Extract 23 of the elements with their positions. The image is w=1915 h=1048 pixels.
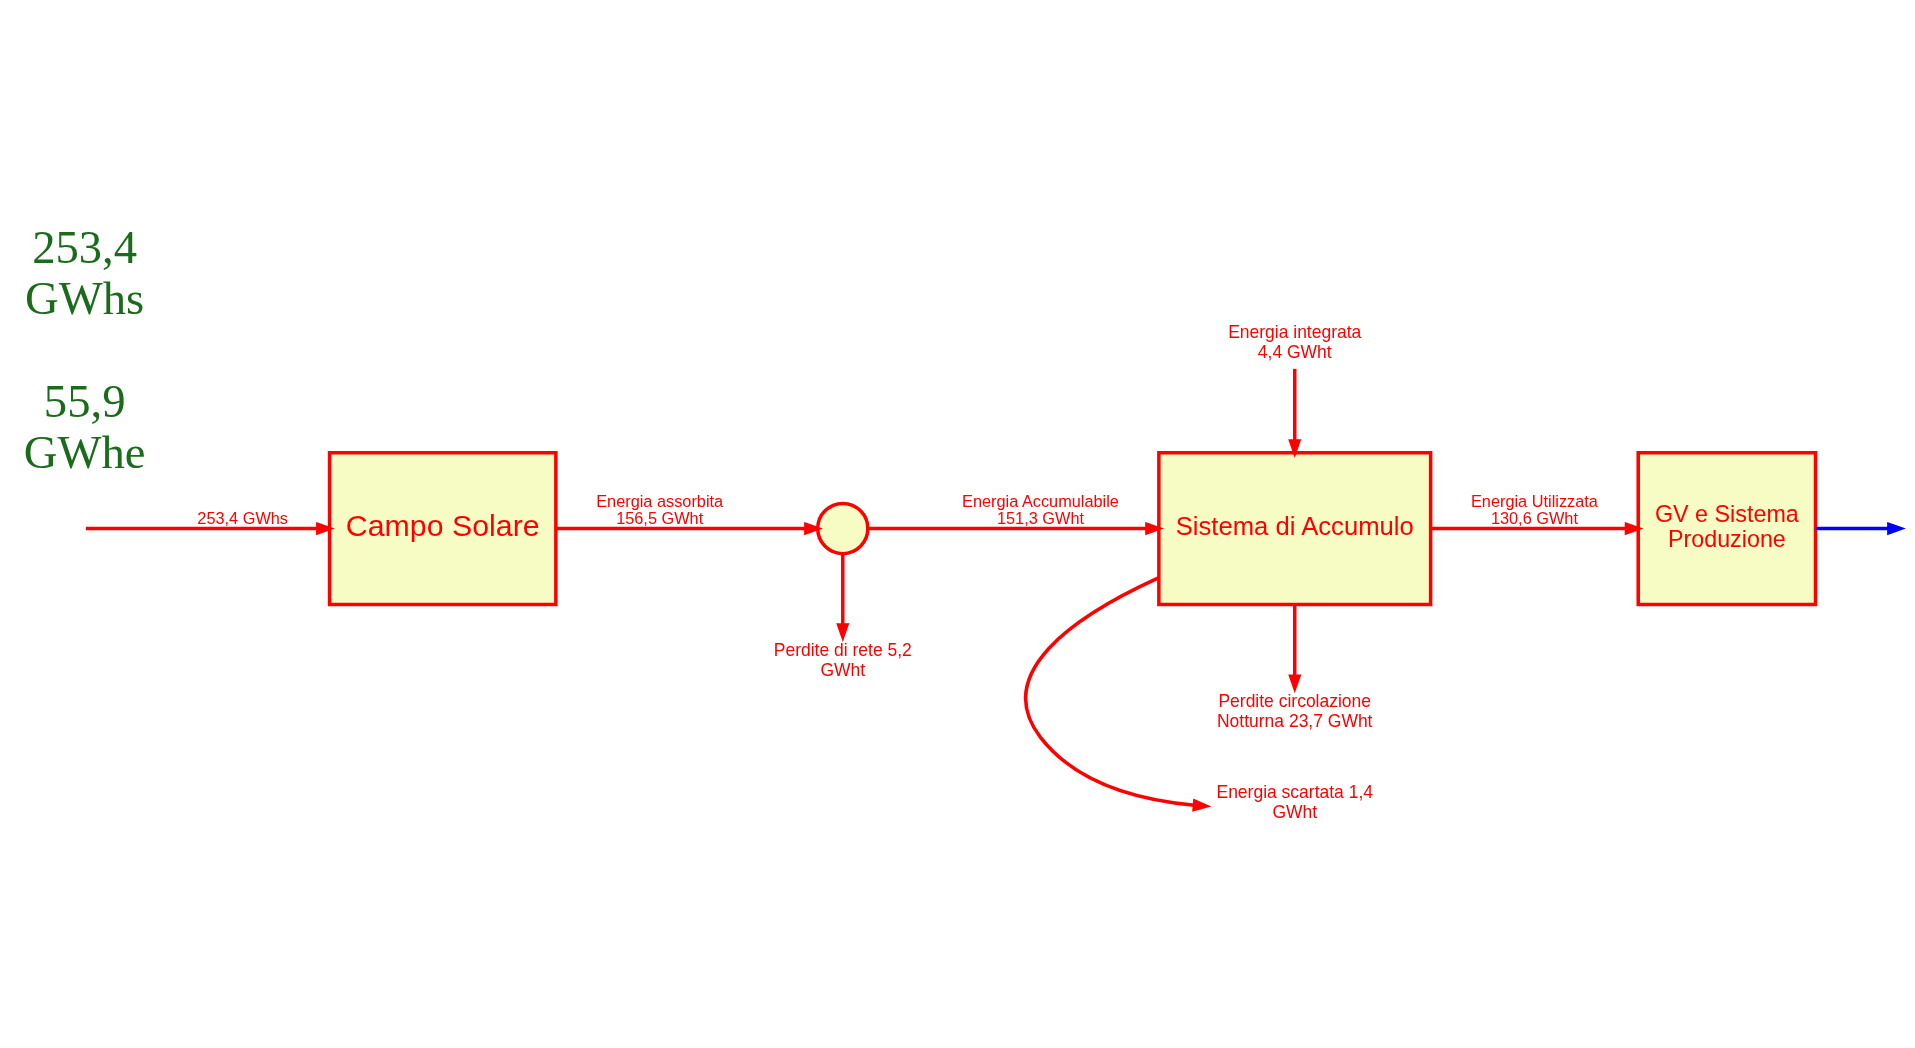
node-text: Energia integrata 4,4 GWht	[1228, 321, 1362, 362]
edge-label: Energia assorbita 156,5 GWht	[596, 491, 724, 527]
arrow	[1288, 604, 1302, 693]
edge-label: 253,4 GWhs	[197, 508, 289, 527]
arrow	[1288, 368, 1302, 458]
edge-label: Energia Accumulabile 151,3 GWht	[962, 491, 1119, 527]
label: 55,9 GWhe	[23, 374, 146, 478]
arrow	[1815, 521, 1906, 535]
node-text: Perdite di rete 5,2 GWht	[773, 639, 912, 680]
node-text: Energia scartata 1,4 GWht	[1216, 781, 1373, 822]
node-text: Perdite circolazione Notturna 23,7 GWht	[1216, 690, 1373, 731]
arrow	[868, 521, 1164, 535]
node-circle	[815, 501, 870, 555]
arrow	[836, 553, 850, 642]
node-box: Sistema di Accumulo	[1157, 450, 1433, 606]
arrow	[85, 521, 335, 535]
arrow	[1024, 575, 1212, 812]
node-box: GV e Sistema Produzione	[1636, 450, 1818, 606]
label: 253,4 GWhs	[25, 220, 145, 324]
arrow	[556, 521, 823, 535]
node-box: Campo Solare	[327, 450, 558, 606]
edge-label: Energia Utilizzata 130,6 GWht	[1470, 491, 1598, 527]
arrow	[1430, 521, 1644, 535]
